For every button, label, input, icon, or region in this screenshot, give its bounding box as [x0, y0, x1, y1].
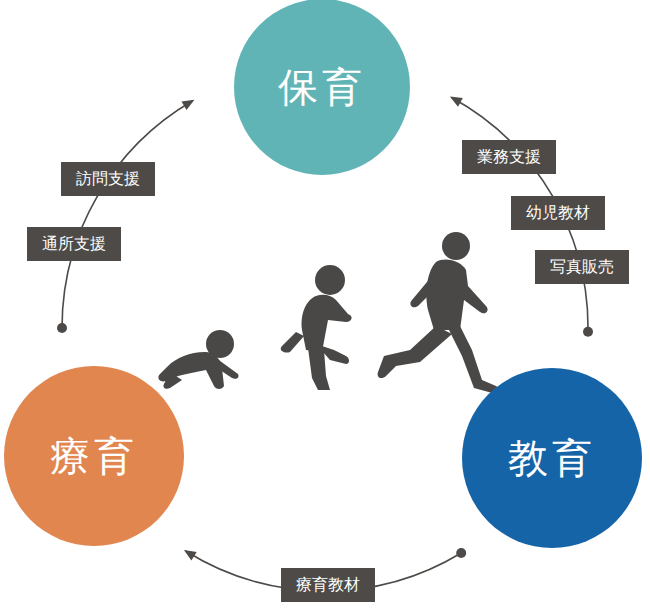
service-tag: 幼児教材	[511, 196, 605, 230]
service-tag: 写真販売	[535, 250, 629, 284]
circle-label: 療育	[50, 429, 138, 484]
tag-label: 訪問支援	[76, 169, 140, 190]
service-tag: 訪問支援	[61, 162, 155, 196]
arrow-head	[182, 100, 195, 110]
arrow-head	[184, 550, 197, 561]
service-tag: 通所支援	[27, 227, 121, 261]
start-dot	[583, 327, 593, 337]
running-boy	[378, 232, 499, 394]
start-dot	[456, 548, 466, 558]
arrow-head	[450, 97, 463, 107]
tag-label: 通所支援	[42, 234, 106, 255]
circle-label: 教育	[508, 431, 596, 486]
crawling-baby	[158, 330, 238, 389]
arc-line	[62, 101, 193, 328]
toddler	[281, 265, 352, 390]
category-circle: 療育	[4, 366, 184, 546]
category-circle: 教育	[462, 368, 642, 548]
circle-label: 保育	[278, 60, 366, 115]
start-dot	[57, 323, 67, 333]
service-tag: 療育教材	[281, 568, 375, 602]
service-tag: 業務支援	[462, 140, 556, 174]
cycle-arrow	[57, 100, 194, 333]
tag-label: 業務支援	[477, 147, 541, 168]
tag-label: 写真販売	[550, 257, 614, 278]
category-circle: 保育	[234, 0, 410, 175]
tag-label: 療育教材	[296, 575, 360, 596]
tag-label: 幼児教材	[526, 203, 590, 224]
